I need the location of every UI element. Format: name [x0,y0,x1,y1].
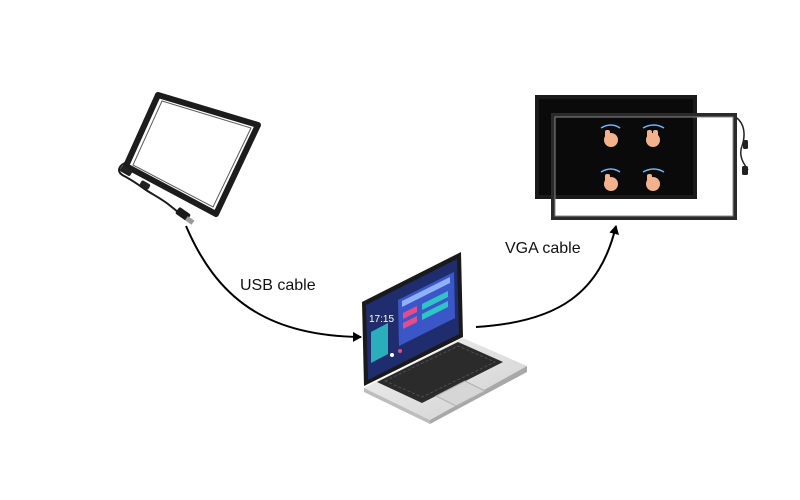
vga-cable-arrow [475,225,619,328]
touch-frame-icon [118,92,261,225]
vga-cable-label: VGA cable [505,240,581,257]
clock-readout: 17:15 [369,314,394,325]
display-icon [535,95,749,220]
hand-gesture-icon [600,124,665,191]
usb-cable-arrow [185,225,362,342]
usb-cable-label: USB cable [240,277,316,294]
laptop-icon: 17:15 [362,252,527,424]
